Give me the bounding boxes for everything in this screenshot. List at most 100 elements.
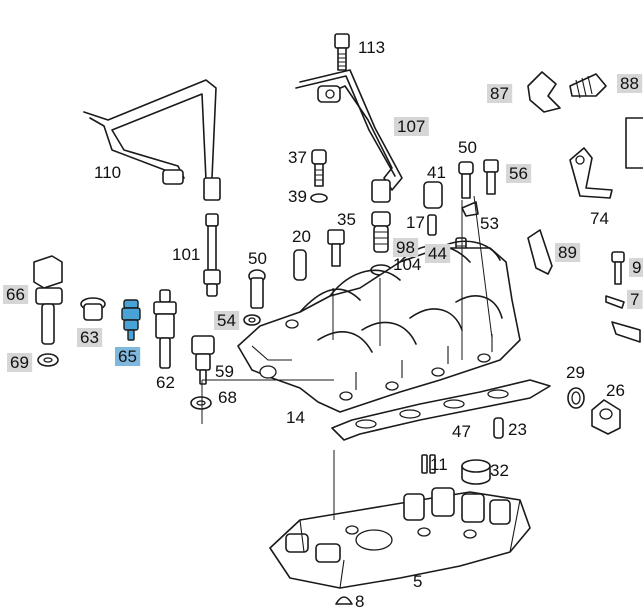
callout-35-text: 35 [337, 210, 356, 229]
callout-54[interactable]: 54 [214, 311, 240, 330]
callout-98-background [393, 238, 419, 257]
callout-68[interactable]: 68 [218, 388, 237, 407]
part-54-washer[interactable] [243, 314, 261, 326]
part-5-lower-manifold[interactable] [269, 487, 531, 589]
callout-104[interactable]: 104 [393, 255, 421, 274]
part-53-clip[interactable] [461, 201, 479, 217]
callout-98[interactable]: 98 [393, 238, 419, 257]
callout-41[interactable]: 41 [427, 163, 446, 182]
part-7-clip[interactable] [605, 295, 641, 343]
callout-98-text: 98 [396, 238, 415, 257]
part-47-gasket[interactable] [331, 379, 551, 441]
callout-50b[interactable]: 50 [248, 249, 267, 268]
callout-66[interactable]: 66 [3, 285, 29, 304]
callout-69-text: 69 [10, 353, 29, 372]
callout-5[interactable]: 5 [413, 572, 422, 591]
callout-26[interactable]: 26 [606, 381, 625, 400]
callout-69-background [7, 353, 33, 372]
part-62-sensor[interactable] [153, 289, 177, 369]
callout-20[interactable]: 20 [292, 227, 311, 246]
callout-59[interactable]: 59 [215, 362, 234, 381]
callout-66-text: 66 [6, 285, 25, 304]
part-20-pin[interactable] [293, 249, 307, 281]
callout-11[interactable]: 11 [430, 455, 448, 474]
part-68-washer[interactable] [190, 396, 212, 410]
callout-14[interactable]: 14 [286, 408, 305, 427]
callout-56-background [506, 164, 532, 183]
callout-32[interactable]: 32 [490, 461, 509, 480]
callout-88[interactable]: 88 [617, 74, 643, 93]
part-edge-box [625, 117, 643, 169]
part-41-sleeve[interactable] [423, 181, 443, 209]
callout-17[interactable]: 17 [406, 213, 425, 232]
callout-110-text: 110 [94, 163, 121, 182]
part-14-intake-manifold[interactable] [237, 240, 521, 413]
part-32-cap[interactable] [461, 459, 491, 485]
part-8-cap[interactable] [335, 596, 353, 605]
callout-56-text: 56 [509, 164, 528, 183]
part-63-plug[interactable] [80, 297, 106, 321]
callout-32-text: 32 [490, 461, 509, 480]
callout-37[interactable]: 37 [288, 148, 307, 167]
callout-62[interactable]: 62 [156, 373, 175, 392]
callout-101[interactable]: 101 [172, 245, 200, 264]
part-50-bolt-top[interactable] [458, 161, 474, 199]
callout-29[interactable]: 29 [566, 363, 585, 382]
callout-69[interactable]: 69 [7, 353, 33, 372]
part-50-bolt-left[interactable] [248, 269, 266, 309]
callout-113[interactable]: 113 [358, 38, 385, 57]
callout-8-text: 8 [355, 592, 364, 611]
callout-44[interactable]: 44 [425, 244, 451, 263]
part-35-bolt[interactable] [327, 229, 345, 267]
callout-9[interactable]: 9 [629, 258, 643, 277]
part-88-fitting[interactable] [569, 73, 607, 99]
part-74-bracket[interactable] [569, 147, 613, 199]
callout-53[interactable]: 53 [480, 214, 499, 233]
part-66-sensor[interactable] [33, 255, 63, 345]
callout-110[interactable]: 110 [94, 163, 121, 182]
part-101-pipe[interactable] [203, 213, 221, 297]
part-65-sensor[interactable] [121, 299, 141, 341]
part-59-sensor[interactable] [191, 335, 215, 385]
callout-9-text: 9 [632, 258, 641, 277]
part-26-plug[interactable] [591, 399, 621, 435]
part-107-pipe[interactable] [295, 69, 403, 203]
callout-63[interactable]: 63 [77, 328, 103, 347]
part-9-bolt[interactable] [611, 251, 625, 285]
callout-35[interactable]: 35 [337, 210, 356, 229]
callout-44-background [425, 244, 451, 263]
callout-8[interactable]: 8 [355, 592, 364, 611]
part-23-pin[interactable] [493, 417, 504, 439]
callout-65[interactable]: 65 [115, 347, 141, 366]
callout-39[interactable]: 39 [288, 187, 307, 206]
callout-89[interactable]: 89 [555, 243, 581, 262]
part-11-pin[interactable] [421, 454, 436, 474]
callout-74[interactable]: 74 [590, 209, 609, 228]
part-98-injector[interactable] [371, 211, 391, 253]
part-113-bolt[interactable] [334, 33, 350, 71]
callout-87[interactable]: 87 [487, 84, 513, 103]
part-87-clamp[interactable] [527, 71, 561, 113]
part-37-bolt[interactable] [311, 149, 327, 187]
callout-113-text: 113 [358, 38, 385, 57]
callout-47[interactable]: 47 [452, 422, 471, 441]
part-39-washer[interactable] [310, 193, 328, 203]
callout-7-text: 7 [630, 290, 639, 309]
callout-7[interactable]: 7 [627, 290, 643, 309]
part-110-pipe[interactable] [83, 79, 221, 201]
callout-23[interactable]: 23 [508, 420, 527, 439]
callout-65-background [115, 347, 141, 366]
part-56-bolt[interactable] [483, 159, 499, 195]
callout-56[interactable]: 56 [506, 164, 532, 183]
callout-50a[interactable]: 50 [458, 138, 477, 157]
callout-65-text: 65 [118, 347, 137, 366]
callout-68-text: 68 [218, 388, 237, 407]
part-29-ring[interactable] [567, 387, 585, 409]
part-17-pin[interactable] [427, 214, 437, 236]
callout-107[interactable]: 107 [394, 117, 429, 136]
callout-63-background [77, 328, 103, 347]
part-89-bracket[interactable] [527, 229, 553, 275]
callout-62-text: 62 [156, 373, 175, 392]
part-69-washer[interactable] [37, 353, 59, 367]
